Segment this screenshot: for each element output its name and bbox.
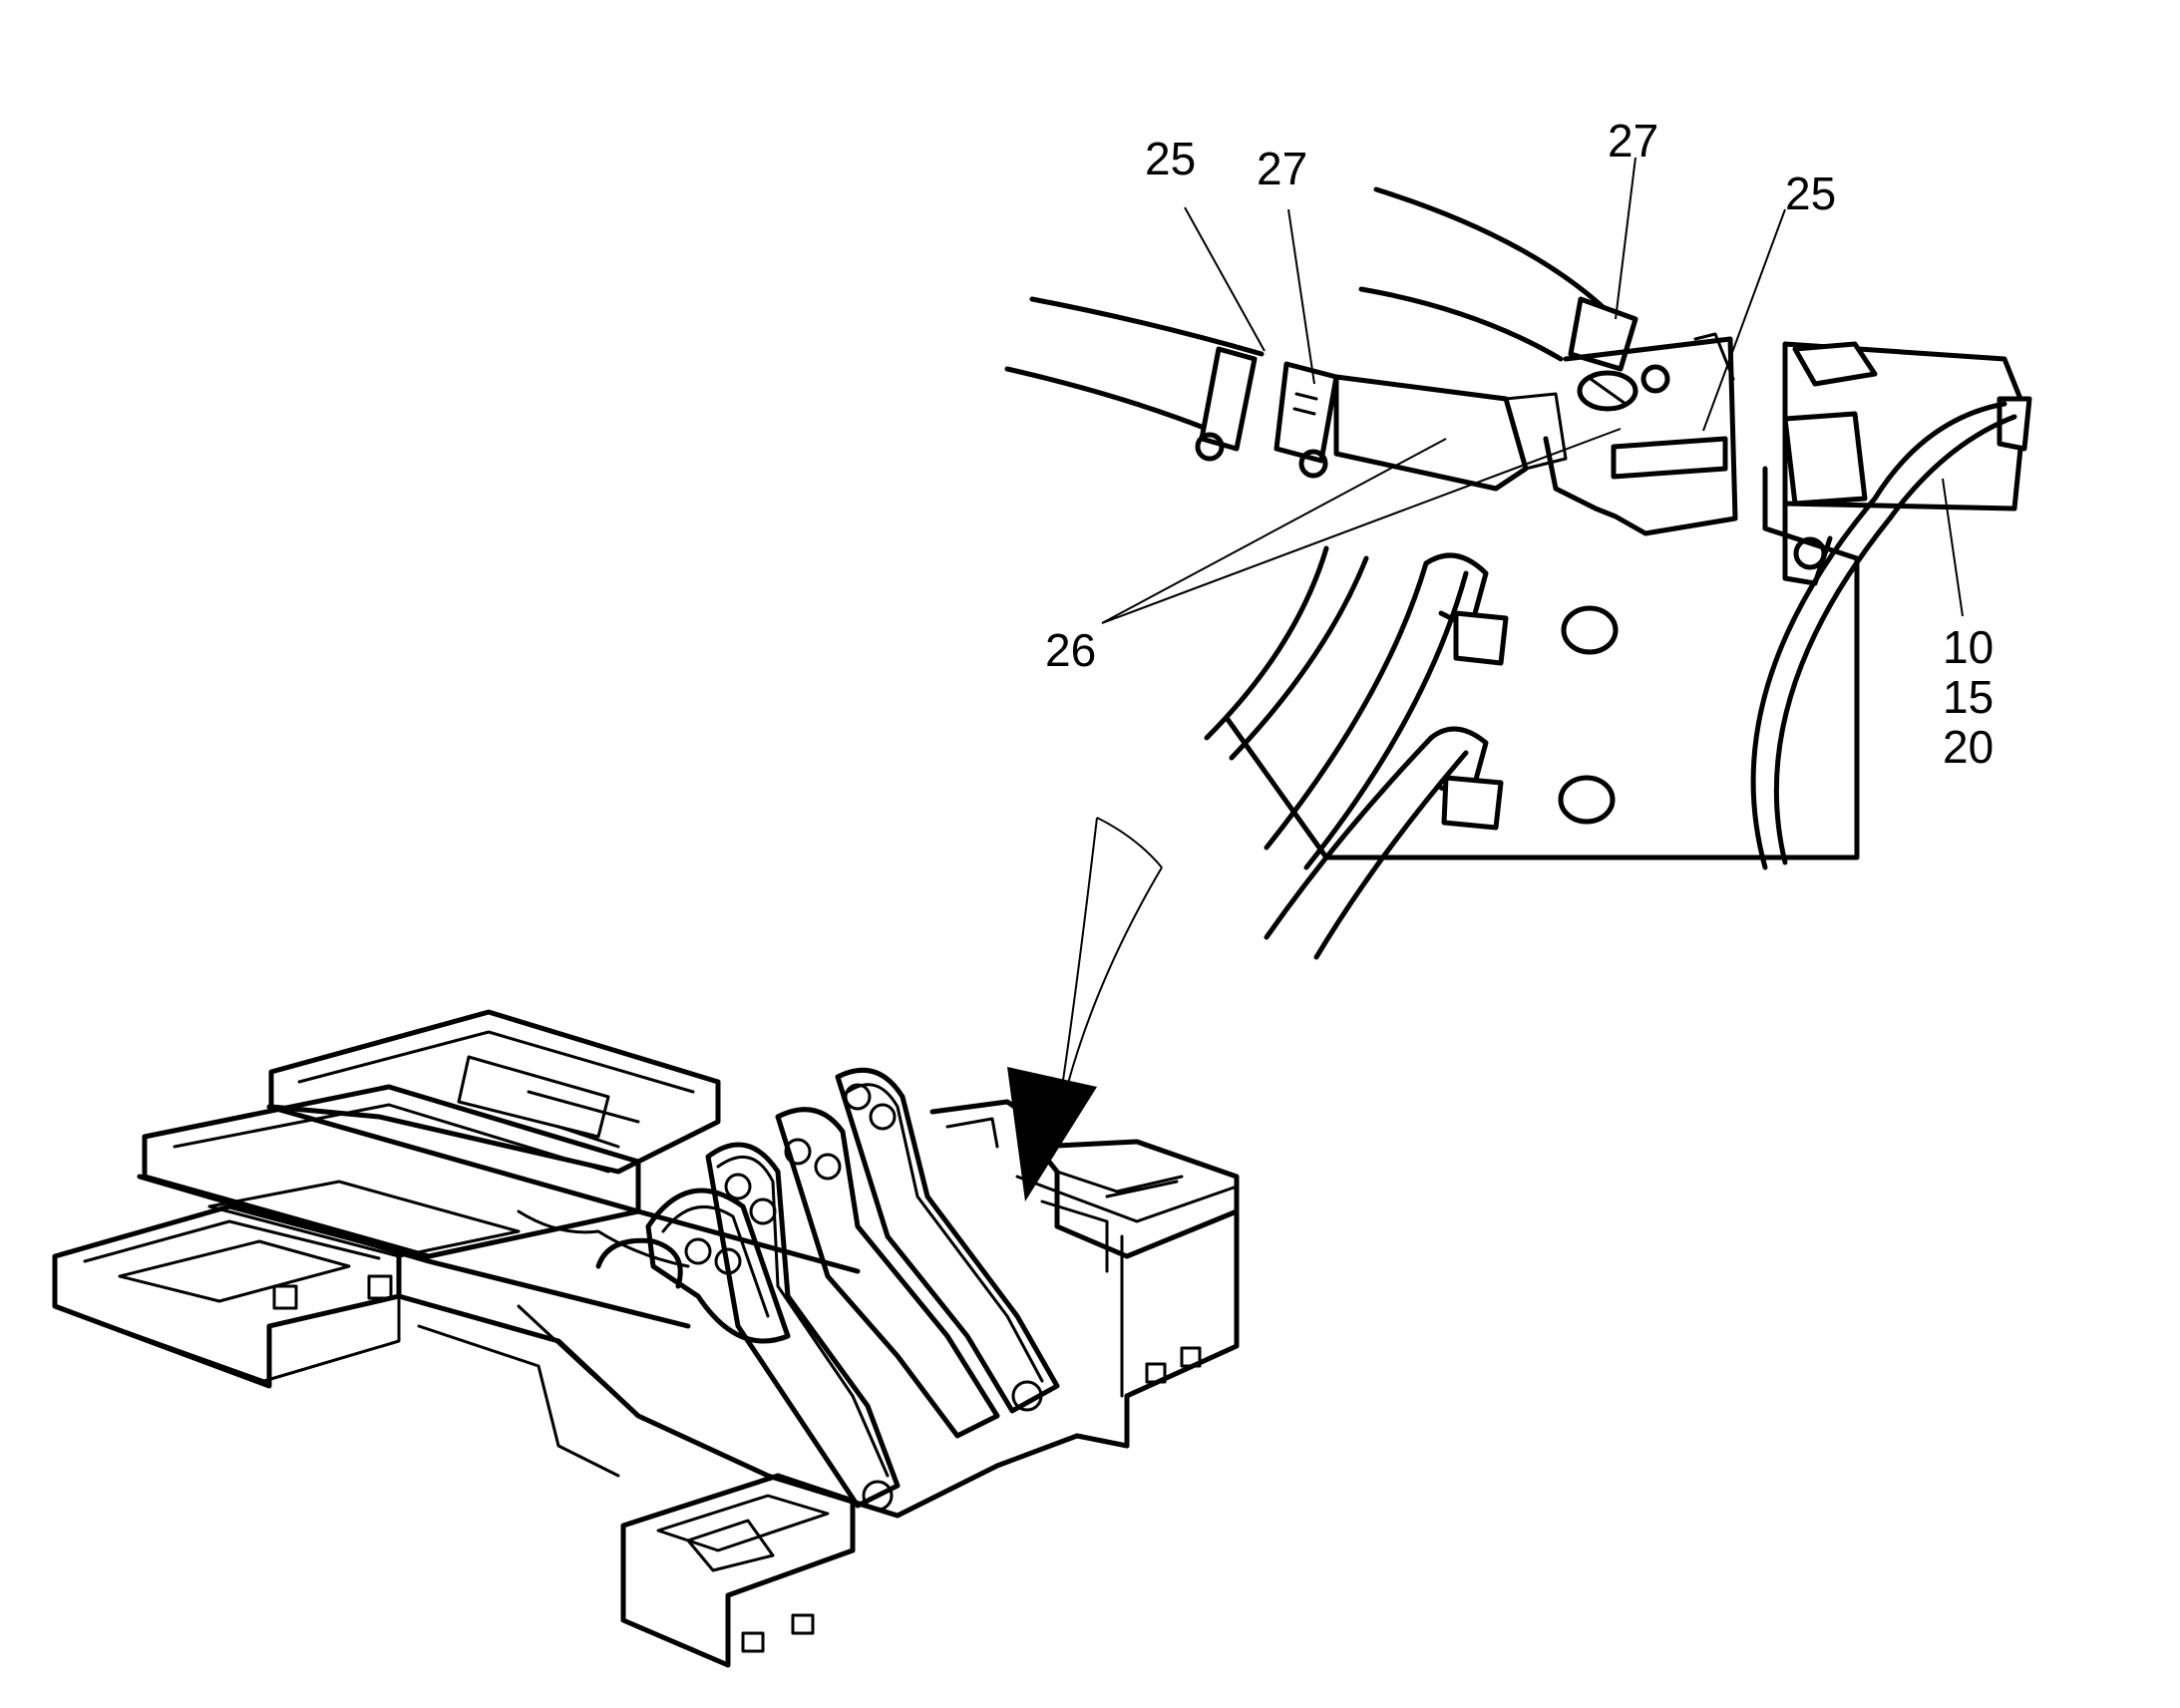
callout-10: 10: [1943, 621, 1994, 673]
leader-lines: [1101, 157, 1964, 624]
solenoid-housing: [1782, 341, 2027, 512]
machine-frame-overview: [52, 1009, 1240, 1668]
valve-block-slot: [1611, 436, 1728, 480]
front-box: [620, 1473, 856, 1668]
hose-lower-2: [1264, 560, 1469, 870]
hose-fitting: [1333, 374, 1529, 492]
front-frame: [929, 1099, 1240, 1449]
plate-hole-upper: [1561, 605, 1619, 655]
callout-26: 26: [1045, 624, 1096, 676]
callout-15: 15: [1943, 671, 1994, 723]
callout-25-left: 25: [1145, 133, 1196, 184]
hose-lower-3: [1264, 735, 1469, 960]
callout-labels: 25 27 27 25 26 10 15 20: [1045, 115, 1994, 773]
hose-clamp-25-left: [1195, 346, 1258, 462]
elbow-fitting-upper: [1423, 552, 1509, 666]
elbow-fitting-lower: [1428, 726, 1504, 831]
connector-end: [1997, 396, 2032, 452]
bracket-bolt: [1793, 536, 1827, 570]
callout-27-left: 27: [1257, 143, 1307, 194]
hose-clamp-27-left: [1273, 361, 1339, 479]
boom-arm-left: [645, 1188, 791, 1344]
boom-arm-middle: [705, 1142, 901, 1512]
hose-upper-left: [1004, 296, 1265, 432]
mounting-plate: [1224, 466, 1860, 860]
valve-block: [1543, 336, 1738, 536]
plate-hole-lower: [1558, 775, 1616, 825]
hose-clamp-25-top: [1577, 370, 1638, 412]
hose-upper-top: [1358, 186, 1619, 362]
pivot-ring: [595, 1237, 683, 1289]
callout-20: 20: [1943, 721, 1994, 773]
callout-27-top: 27: [1608, 115, 1658, 167]
hose-lower-1: [1204, 545, 1369, 761]
callout-25-right: 25: [1785, 168, 1836, 219]
detail-view-hydraulic-block: [1004, 186, 2032, 960]
location-arrow-icon: [1007, 1067, 1097, 1201]
solenoid-coil: [1782, 411, 1868, 507]
location-pointer: [1007, 817, 1163, 1201]
boom-arm-right: [775, 1067, 1060, 1439]
electrical-cable: [1750, 401, 2017, 870]
rear-deck-upper: [268, 1009, 721, 1175]
solenoid-nut-top: [1792, 341, 1878, 387]
